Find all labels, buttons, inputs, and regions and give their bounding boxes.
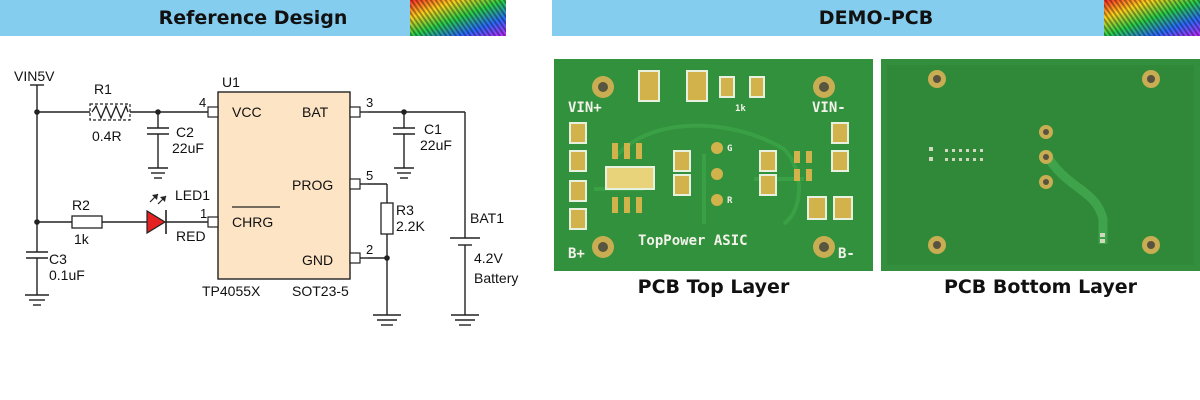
led1-diode: [146, 193, 167, 235]
r2-resistor: [71, 215, 103, 229]
prog-pin-label: PROG: [292, 177, 333, 193]
bat-pin-label: BAT: [302, 104, 329, 120]
vin5v-label: VIN5V: [14, 68, 55, 84]
silk-vin-minus: VIN-: [812, 100, 846, 116]
pin-1-number: 1: [200, 206, 207, 221]
rainbow-logo-left: [410, 0, 506, 36]
pcb-top-layer-photo: VIN+ VIN- B+ B- TopPower ASIC 1k G R: [554, 59, 873, 271]
c3-ref: C3: [49, 251, 67, 267]
chrg-pin-label: CHRG: [232, 214, 273, 230]
reference-schematic: VIN5V R1 0.4R U1 4 VCC BAT 3 C2 22uF C1 …: [14, 68, 518, 326]
c2-value: 22uF: [172, 140, 204, 156]
r2-ref: R2: [72, 197, 90, 213]
reference-design-title: Reference Design: [158, 7, 348, 29]
silk-vin-plus: VIN+: [568, 100, 602, 116]
r1-value: 0.4R: [92, 128, 122, 144]
r3-ref: R3: [396, 202, 414, 218]
silk-b-minus: B-: [838, 246, 855, 262]
pcb-bottom-layer-photo: [881, 59, 1200, 271]
rainbow-logo-right: [1104, 0, 1200, 36]
pin-2-number: 2: [366, 242, 373, 257]
r3-value: 2.2K: [396, 218, 425, 234]
pin-4-number: 4: [199, 95, 206, 110]
silk-b-plus: B+: [568, 246, 585, 262]
r1-resistor: [89, 103, 131, 121]
bat1-voltage: 4.2V: [474, 250, 503, 266]
gnd-pin-label: GND: [302, 252, 333, 268]
mounting-holes: [592, 76, 835, 258]
demo-pcb-title: DEMO-PCB: [818, 7, 934, 29]
silk-r: R: [727, 196, 733, 206]
c1-value: 22uF: [420, 137, 452, 153]
c1-ref: C1: [424, 121, 442, 137]
r2-value: 1k: [74, 231, 90, 247]
u1-chip: [217, 91, 351, 280]
bat1-ref: BAT1: [470, 210, 504, 226]
u1-package: SOT23-5: [292, 283, 349, 299]
u1-part-number: TP4055X: [202, 283, 261, 299]
pin-3-number: 3: [366, 95, 373, 110]
r3-resistor: [380, 202, 394, 235]
led1-color-label: RED: [176, 228, 206, 244]
vcc-pin-label: VCC: [232, 104, 262, 120]
c3-value: 0.1uF: [49, 267, 85, 283]
u1-ref: U1: [222, 74, 240, 90]
silk-brand: TopPower ASIC: [638, 233, 748, 249]
bat1-label: Battery: [474, 270, 518, 286]
demo-pcb-banner: DEMO-PCB: [552, 0, 1200, 36]
reference-design-banner: Reference Design: [0, 0, 506, 36]
pcb-bottom-caption: PCB Bottom Layer: [943, 276, 1138, 298]
led1-ref: LED1: [175, 187, 210, 203]
c2-ref: C2: [176, 124, 194, 140]
pcb-top-caption: PCB Top Layer: [637, 276, 790, 298]
silk-g: G: [727, 144, 732, 154]
pcb-ic: [605, 143, 812, 213]
silk-1k: 1k: [735, 104, 746, 114]
r1-ref: R1: [94, 81, 112, 97]
pin-5-number: 5: [366, 168, 373, 183]
